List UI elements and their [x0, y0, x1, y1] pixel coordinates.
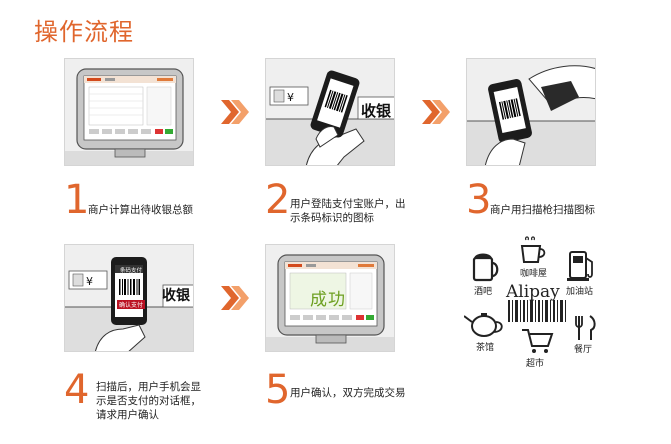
shopping-cart-icon	[522, 329, 554, 353]
step-2-text: 用户登陆支付宝账户，出 示条码标识的图标	[290, 198, 406, 224]
step-2-number: 2	[265, 177, 291, 223]
teapot-icon	[464, 313, 503, 337]
success-text: 成功	[310, 290, 346, 310]
step-5-illustration	[265, 244, 395, 352]
step-1-text: 商户计算出待收银总额	[88, 204, 193, 216]
page-title: 操作流程	[34, 18, 134, 46]
barcode-icon	[508, 300, 566, 322]
biz-label-tea: 茶馆	[476, 343, 495, 353]
biz-label-gas: 加油站	[566, 287, 594, 297]
biz-label-restaurant: 餐厅	[574, 345, 593, 355]
step-1-illustration	[64, 58, 194, 166]
beer-mug-icon	[472, 253, 499, 282]
coffee-cup-icon	[520, 236, 546, 263]
step-5-text: 用户确认，双方完成交易	[290, 387, 406, 399]
step-4-number: 4	[64, 367, 90, 413]
phone-screen-title: 条码支付	[120, 268, 143, 274]
counter-label: 收银	[162, 288, 190, 304]
currency-symbol: ¥	[287, 91, 294, 104]
chevron-right-icon	[219, 97, 249, 127]
biz-label-supermarket: 超市	[526, 359, 545, 369]
step-5-number: 5	[265, 367, 291, 413]
step-3-text: 商户用扫描枪扫描图标	[490, 204, 595, 216]
fork-knife-icon	[575, 315, 596, 340]
biz-label-bar: 酒吧	[474, 287, 493, 297]
confirm-pay-button: 确认支付	[117, 300, 146, 309]
counter-label: 收银	[361, 102, 392, 120]
step-2-illustration: ¥	[265, 58, 395, 166]
step-3-number: 3	[466, 177, 492, 223]
chevron-right-icon	[420, 97, 450, 127]
gas-pump-icon	[567, 251, 593, 281]
business-icons-cluster	[464, 236, 634, 386]
step-3-illustration	[466, 58, 596, 166]
alipay-brand: Alipay	[506, 282, 560, 302]
step-1-number: 1	[64, 177, 90, 223]
chevron-right-icon	[219, 283, 249, 313]
step-4-text: 扫描后，用户手机会显 示是否支付的对话框， 请求用户确认	[96, 381, 201, 421]
currency-symbol: ¥	[86, 275, 93, 288]
biz-label-coffee: 咖啡屋	[520, 269, 548, 279]
